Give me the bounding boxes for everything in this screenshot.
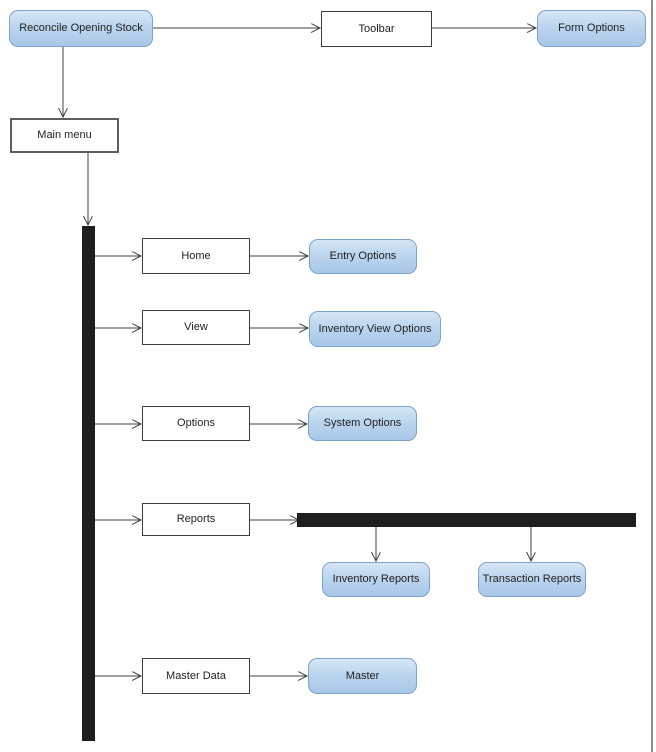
page-border-line <box>651 0 653 752</box>
node-options: Options <box>142 406 250 441</box>
node-home: Home <box>142 238 250 274</box>
reports-fork-bar <box>297 513 636 527</box>
node-master-data: Master Data <box>142 658 250 694</box>
node-entry-options: Entry Options <box>309 239 417 274</box>
node-reports: Reports <box>142 503 250 536</box>
node-transaction-reports: Transaction Reports <box>478 562 586 597</box>
node-system-options: System Options <box>308 406 417 441</box>
menu-fork-bar <box>82 226 95 741</box>
node-toolbar: Toolbar <box>321 11 432 47</box>
node-reconcile-opening-stock: Reconcile Opening Stock <box>9 10 153 47</box>
node-inventory-reports: Inventory Reports <box>322 562 430 597</box>
node-view: View <box>142 310 250 345</box>
node-main-menu: Main menu <box>10 118 119 153</box>
node-master: Master <box>308 658 417 694</box>
node-inventory-view-options: Inventory View Options <box>309 311 441 347</box>
node-form-options: Form Options <box>537 10 646 47</box>
